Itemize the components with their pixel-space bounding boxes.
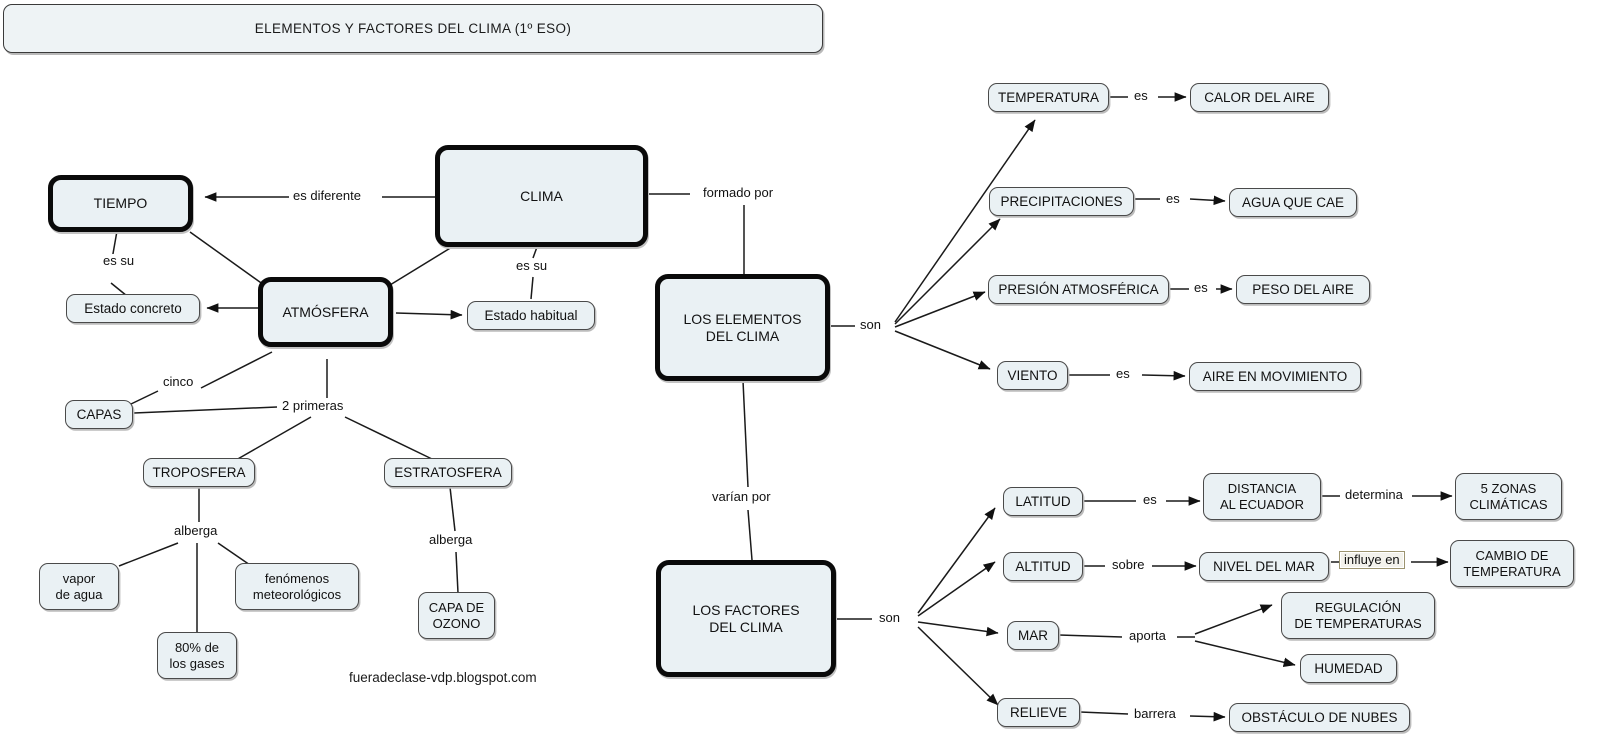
edge-label-es-viento: es [1113, 366, 1133, 382]
node-aire-en-movimiento[interactable]: AIRE EN MOVIMIENTO [1189, 362, 1361, 391]
node-clima[interactable]: CLIMA [435, 145, 648, 247]
node-calor-del-aire[interactable]: CALOR DEL AIRE [1190, 83, 1329, 112]
node-precipitaciones[interactable]: PRECIPITACIONES [989, 187, 1134, 216]
node-mar[interactable]: MAR [1007, 621, 1059, 650]
node-los-elementos-del-clima[interactable]: LOS ELEMENTOS DEL CLIMA [655, 274, 830, 381]
node-relieve[interactable]: RELIEVE [997, 698, 1080, 727]
edge-label-es-temperatura: es [1131, 88, 1151, 104]
edge-label-formado-por: formado por [700, 185, 777, 201]
edge-label-alberga-troposfera: alberga [171, 523, 221, 539]
node-humedad[interactable]: HUMEDAD [1300, 654, 1397, 683]
edge-label-barrera: barrera [1131, 706, 1179, 722]
edge-label-son-elementos: son [857, 317, 884, 333]
edge-label-es-presion: es [1191, 280, 1211, 296]
edge-label-aporta: aporta [1126, 628, 1169, 644]
watermark-text: fueradeclase-vdp.blogspot.com [349, 670, 537, 685]
edge-label-es-diferente: es diferente [290, 188, 364, 204]
node-capa-de-ozono[interactable]: CAPA DE OZONO [418, 592, 495, 639]
node-presion-atmosferica[interactable]: PRESIÓN ATMOSFÉRICA [988, 275, 1169, 304]
page-title: ELEMENTOS Y FACTORES DEL CLIMA (1º ESO) [3, 4, 823, 53]
edge-label-cinco: cinco [160, 374, 197, 390]
node-regulacion-de-temperaturas[interactable]: REGULACIÓN DE TEMPERATURAS [1281, 592, 1435, 639]
node-capas[interactable]: CAPAS [65, 400, 133, 429]
node-latitud[interactable]: LATITUD [1003, 487, 1083, 516]
node-viento[interactable]: VIENTO [997, 361, 1068, 390]
node-estado-concreto[interactable]: Estado concreto [66, 294, 200, 323]
node-atmosfera[interactable]: ATMÓSFERA [258, 277, 393, 347]
edge-label-es-latitud: es [1140, 492, 1160, 508]
node-tiempo[interactable]: TIEMPO [48, 175, 193, 232]
node-agua-que-cae[interactable]: AGUA QUE CAE [1229, 188, 1357, 217]
edge-label-es-su-tiempo: es su [100, 253, 138, 269]
edge-label-es-su-clima: es su [513, 258, 551, 274]
node-estratosfera[interactable]: ESTRATOSFERA [384, 458, 512, 487]
node-peso-del-aire[interactable]: PESO DEL AIRE [1236, 275, 1370, 304]
node-5-zonas-climaticas[interactable]: 5 ZONAS CLIMÁTICAS [1455, 473, 1562, 520]
node-estado-habitual[interactable]: Estado habitual [467, 301, 595, 330]
edge-label-2-primeras: 2 primeras [279, 398, 347, 414]
node-nivel-del-mar[interactable]: NIVEL DEL MAR [1199, 552, 1329, 581]
node-los-factores-del-clima[interactable]: LOS FACTORES DEL CLIMA [656, 560, 836, 677]
edge-label-es-precipitaciones: es [1163, 191, 1183, 207]
node-distancia-al-ecuador[interactable]: DISTANCIA AL ECUADOR [1203, 473, 1321, 520]
node-obstaculo-de-nubes[interactable]: OBSTÁCULO DE NUBES [1229, 703, 1410, 732]
node-altitud[interactable]: ALTITUD [1003, 552, 1083, 581]
edge-label-influye-en[interactable]: influye en [1339, 551, 1405, 570]
node-80-por-ciento-gases[interactable]: 80% de los gases [157, 632, 237, 679]
edge-label-son-factores: son [876, 610, 903, 626]
edge-label-alberga-estratosfera: alberga [426, 532, 476, 548]
node-temperatura[interactable]: TEMPERATURA [988, 83, 1109, 112]
edge-label-sobre: sobre [1109, 557, 1148, 573]
edge-label-determina: determina [1342, 487, 1406, 503]
edge-label-varian-por: varían por [709, 489, 774, 505]
node-fenomenos-meteorologicos[interactable]: fenómenos meteorológicos [235, 563, 359, 610]
node-vapor-de-agua[interactable]: vapor de agua [39, 563, 119, 610]
node-cambio-de-temperatura[interactable]: CAMBIO DE TEMPERATURA [1450, 540, 1574, 587]
node-troposfera[interactable]: TROPOSFERA [143, 458, 255, 487]
